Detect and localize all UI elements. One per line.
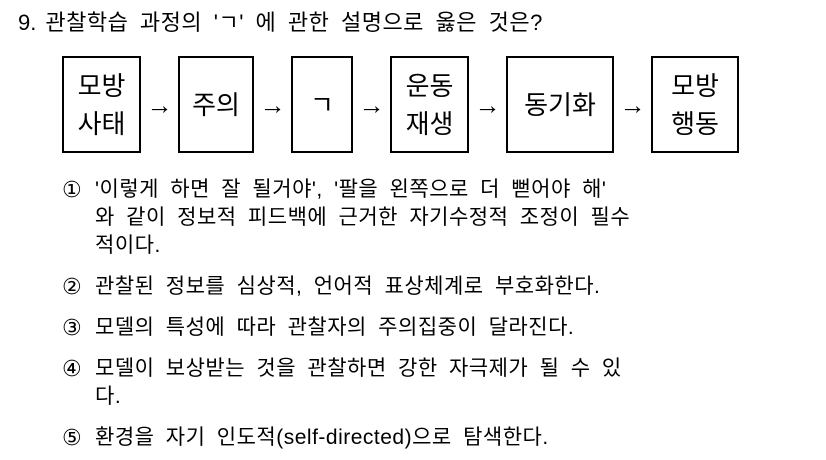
- option-1-marker: ①: [62, 177, 82, 202]
- arrow-right-icon: →: [146, 89, 173, 120]
- option-1-text: '이렇게 하면 잘 될거야', '팔을 왼쪽으로 더 뻗어야 해' 와 같이 정…: [95, 178, 631, 257]
- question-header: 9. 관찰학습 과정의 'ㄱ' 에 관한 설명으로 옳은 것은?: [0, 0, 826, 37]
- flow-box-motivation: 동기화: [506, 56, 614, 153]
- option-2-text: 관찰된 정보를 심상적, 언어적 표상체계로 부호화한다.: [95, 275, 601, 298]
- flow-box-attention: 주의: [178, 56, 254, 153]
- option-5-text: 환경을 자기 인도적(self-directed)으로 탐색한다.: [95, 426, 549, 449]
- option-4: ④ 모델이 보상받는 것을 관찰하면 강한 자극제가 될 수 있 다.: [62, 355, 826, 411]
- question-number: 9.: [18, 10, 37, 35]
- observational-learning-flow-diagram: 모방 사태 → 주의 → ㄱ → 운동 재생 → 동기화 → 모방 행동: [62, 56, 826, 153]
- option-2: ② 관찰된 정보를 심상적, 언어적 표상체계로 부호화한다.: [62, 273, 826, 301]
- option-5-marker: ⑤: [62, 425, 82, 450]
- arrow-right-icon: →: [358, 89, 385, 120]
- option-4-marker: ④: [62, 356, 82, 381]
- flow-box-imitative-behavior: 모방 행동: [651, 56, 739, 153]
- option-3-text: 모델의 특성에 따라 관찰자의 주의집중이 달라진다.: [95, 316, 575, 339]
- arrow-right-icon: →: [619, 89, 646, 120]
- flow-box-motor-reproduction: 운동 재생: [390, 56, 469, 153]
- flow-box-model-event: 모방 사태: [62, 56, 141, 153]
- question-title: 관찰학습 과정의 'ㄱ' 에 관한 설명으로 옳은 것은?: [45, 10, 543, 35]
- option-3-marker: ③: [62, 315, 82, 340]
- option-1: ① '이렇게 하면 잘 될거야', '팔을 왼쪽으로 더 뻗어야 해' 와 같이…: [62, 176, 826, 260]
- arrow-right-icon: →: [259, 89, 286, 120]
- option-3: ③ 모델의 특성에 따라 관찰자의 주의집중이 달라진다.: [62, 314, 826, 342]
- flow-box-blank-giyeok: ㄱ: [291, 56, 353, 153]
- option-4-text: 모델이 보상받는 것을 관찰하면 강한 자극제가 될 수 있 다.: [95, 357, 622, 408]
- option-5: ⑤ 환경을 자기 인도적(self-directed)으로 탐색한다.: [62, 424, 826, 452]
- arrow-right-icon: →: [474, 89, 501, 120]
- answer-options-list: ① '이렇게 하면 잘 될거야', '팔을 왼쪽으로 더 뻗어야 해' 와 같이…: [62, 176, 826, 452]
- option-2-marker: ②: [62, 274, 82, 299]
